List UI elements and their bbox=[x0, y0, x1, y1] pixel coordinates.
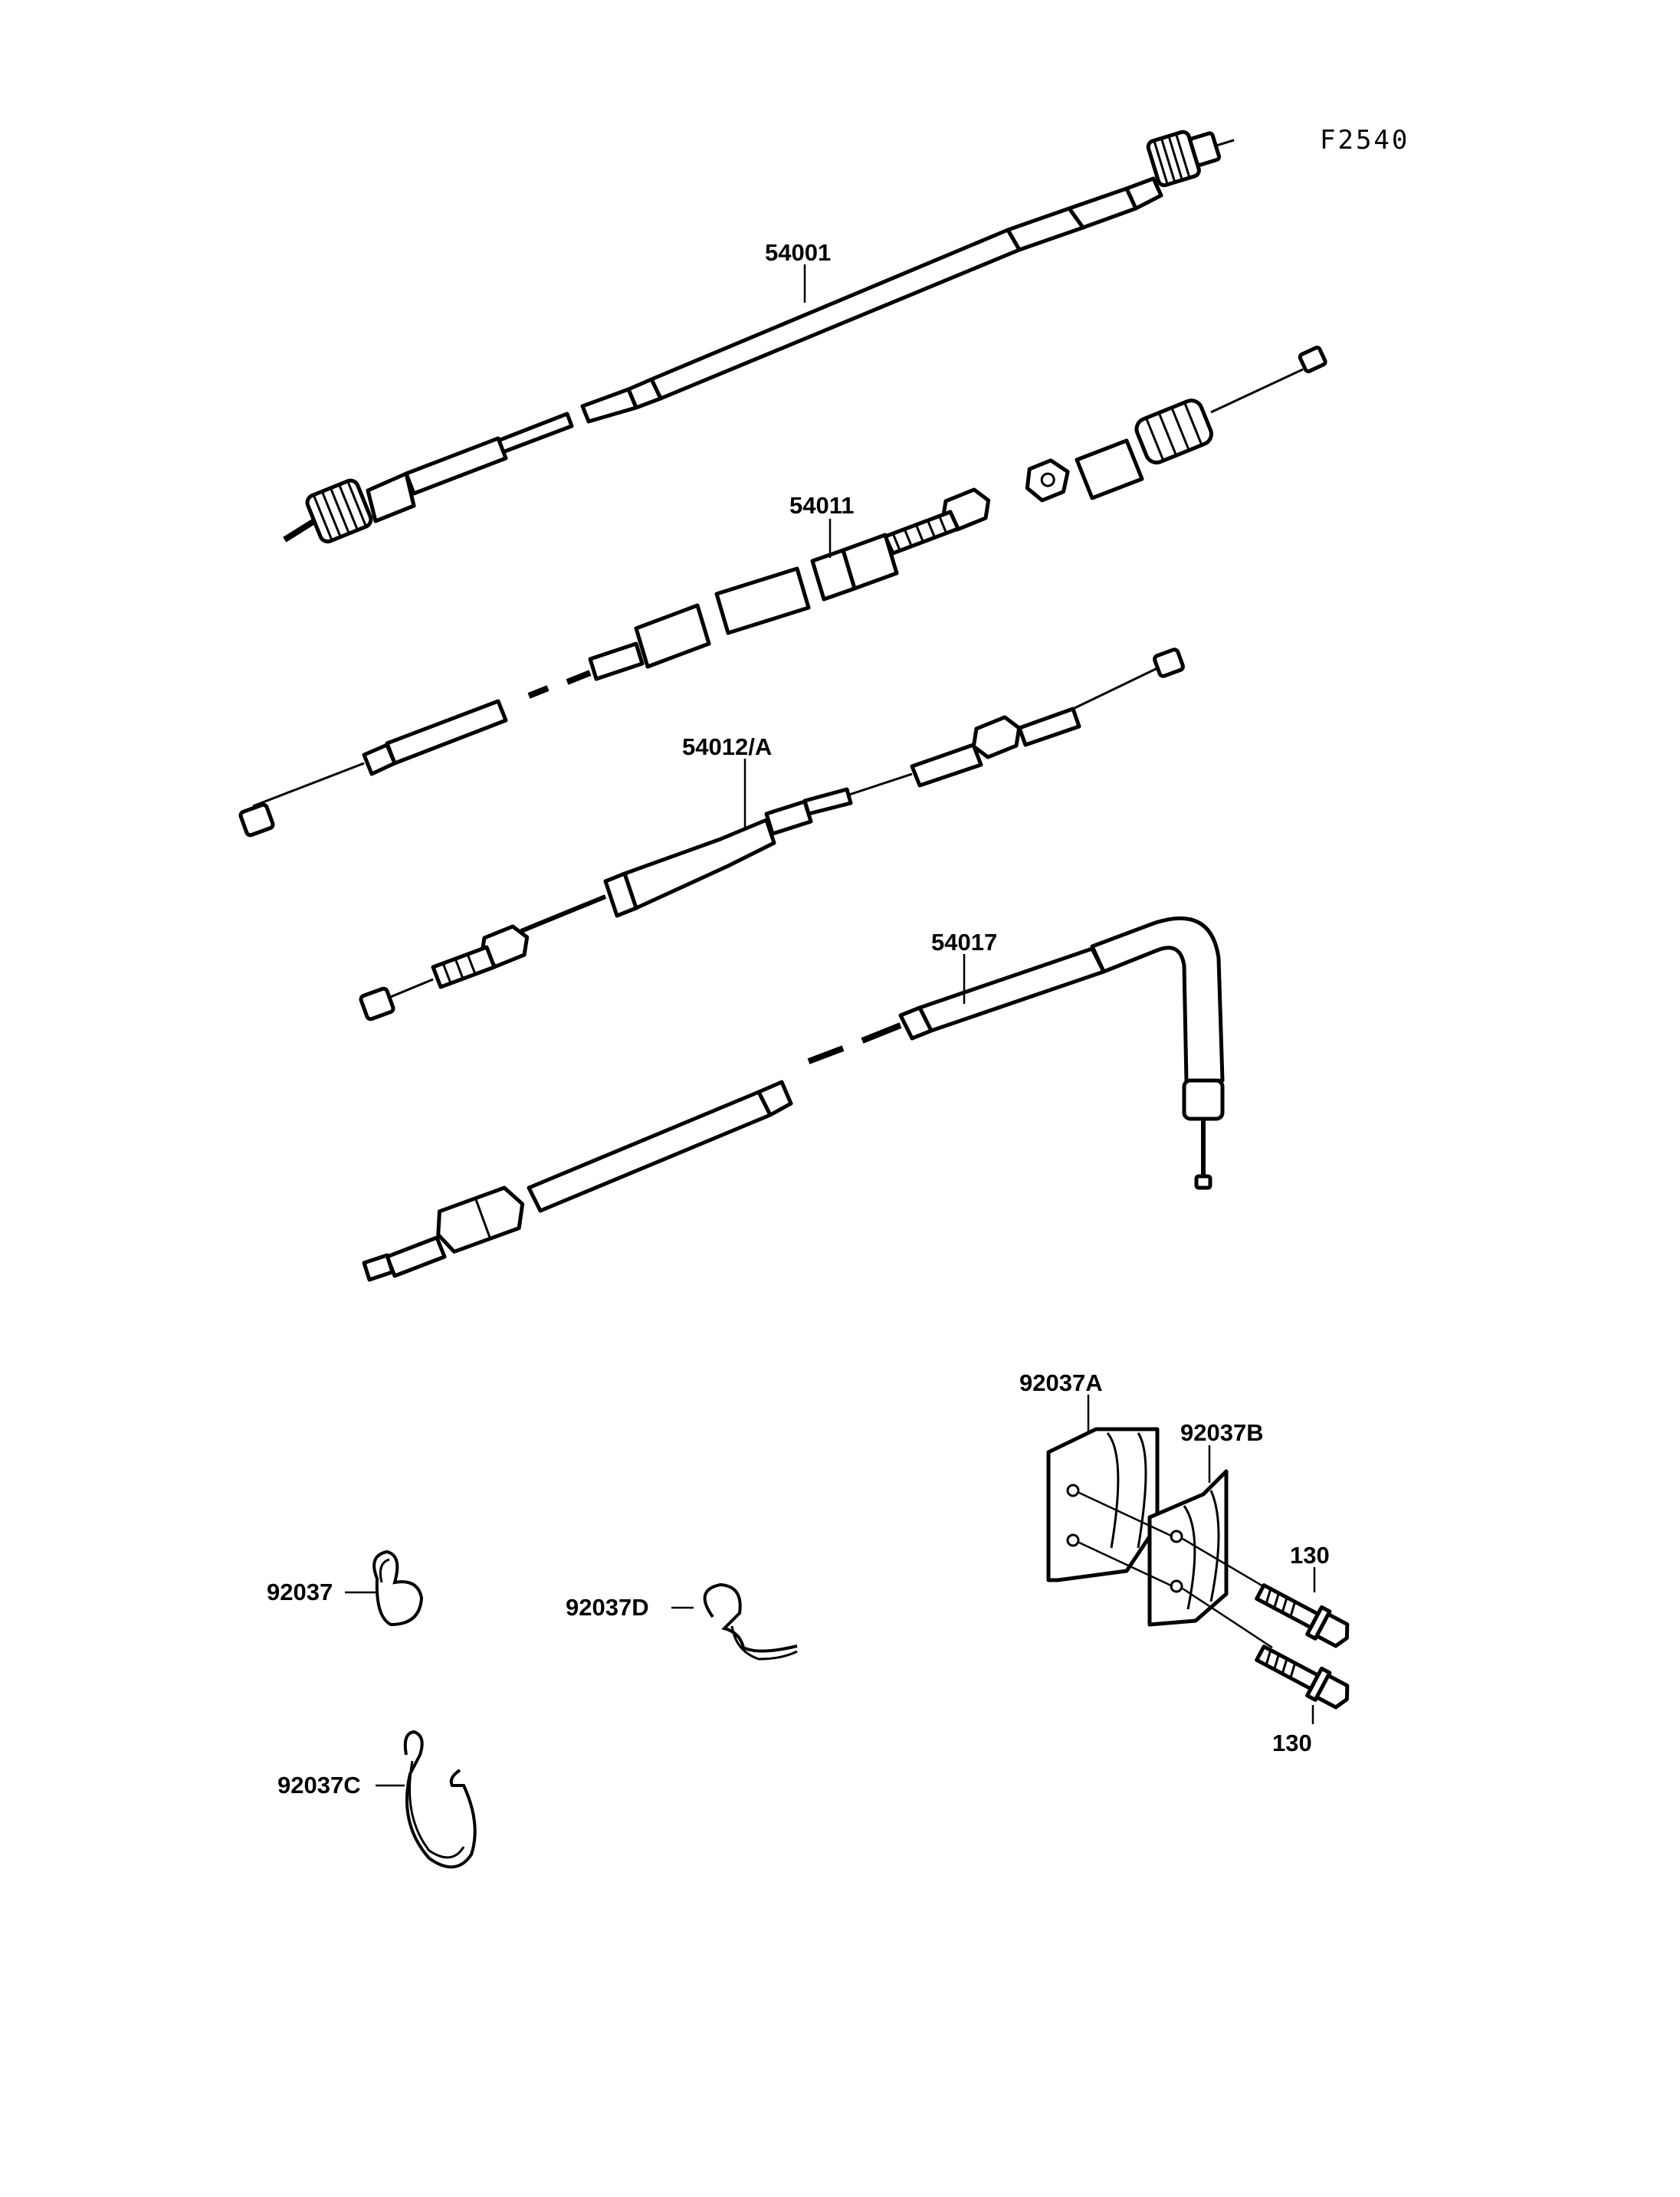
callout-92037b: 92037B bbox=[1180, 1419, 1264, 1446]
callout-130-upper: 130 bbox=[1290, 1542, 1330, 1569]
callout-92037a: 92037A bbox=[1019, 1369, 1103, 1396]
clip-92037 bbox=[345, 1549, 424, 1627]
cable-54017 bbox=[362, 916, 1225, 1282]
callout-92037d: 92037D bbox=[566, 1594, 649, 1621]
clamp-92037b bbox=[1147, 1469, 1229, 1627]
callout-92037c: 92037C bbox=[277, 1772, 361, 1799]
cable-54011 bbox=[238, 346, 1327, 838]
cable-54001 bbox=[283, 130, 1235, 544]
callout-54012a: 54012/A bbox=[682, 733, 772, 760]
callout-54001: 54001 bbox=[765, 239, 831, 266]
figure-code: F2540 bbox=[1320, 125, 1409, 156]
bolt-130-upper bbox=[1255, 1583, 1350, 1648]
clip-92037c bbox=[376, 1730, 477, 1869]
clip-92037d bbox=[671, 1582, 798, 1661]
callout-130-lower: 130 bbox=[1272, 1730, 1312, 1756]
callout-92037: 92037 bbox=[267, 1579, 333, 1605]
bolt-130-lower bbox=[1255, 1644, 1350, 1710]
bracket-assembly bbox=[1046, 1395, 1350, 1724]
cable-54012a bbox=[359, 648, 1185, 1021]
callout-54011: 54011 bbox=[789, 492, 855, 519]
callout-54017: 54017 bbox=[931, 929, 997, 956]
